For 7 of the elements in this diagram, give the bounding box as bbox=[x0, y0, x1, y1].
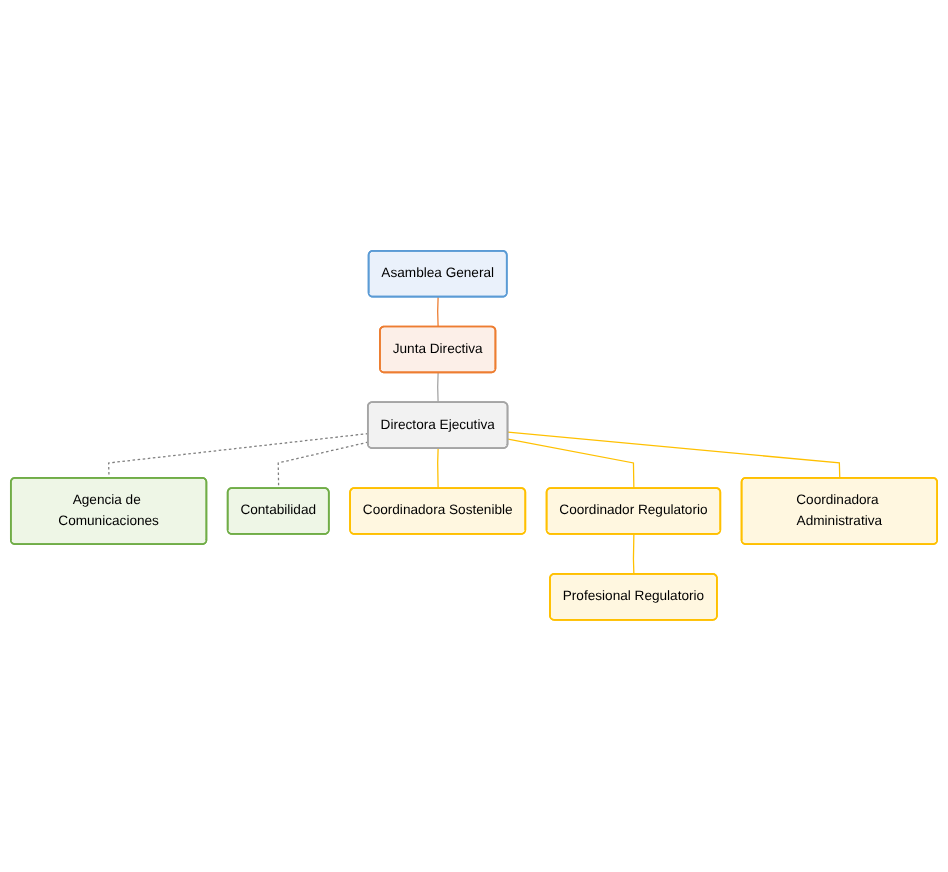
connector bbox=[437, 297, 439, 329]
connector bbox=[632, 534, 635, 576]
connector bbox=[437, 372, 439, 404]
connector bbox=[507, 432, 841, 480]
connector bbox=[277, 442, 369, 490]
connector bbox=[507, 439, 635, 490]
connector bbox=[437, 448, 439, 490]
